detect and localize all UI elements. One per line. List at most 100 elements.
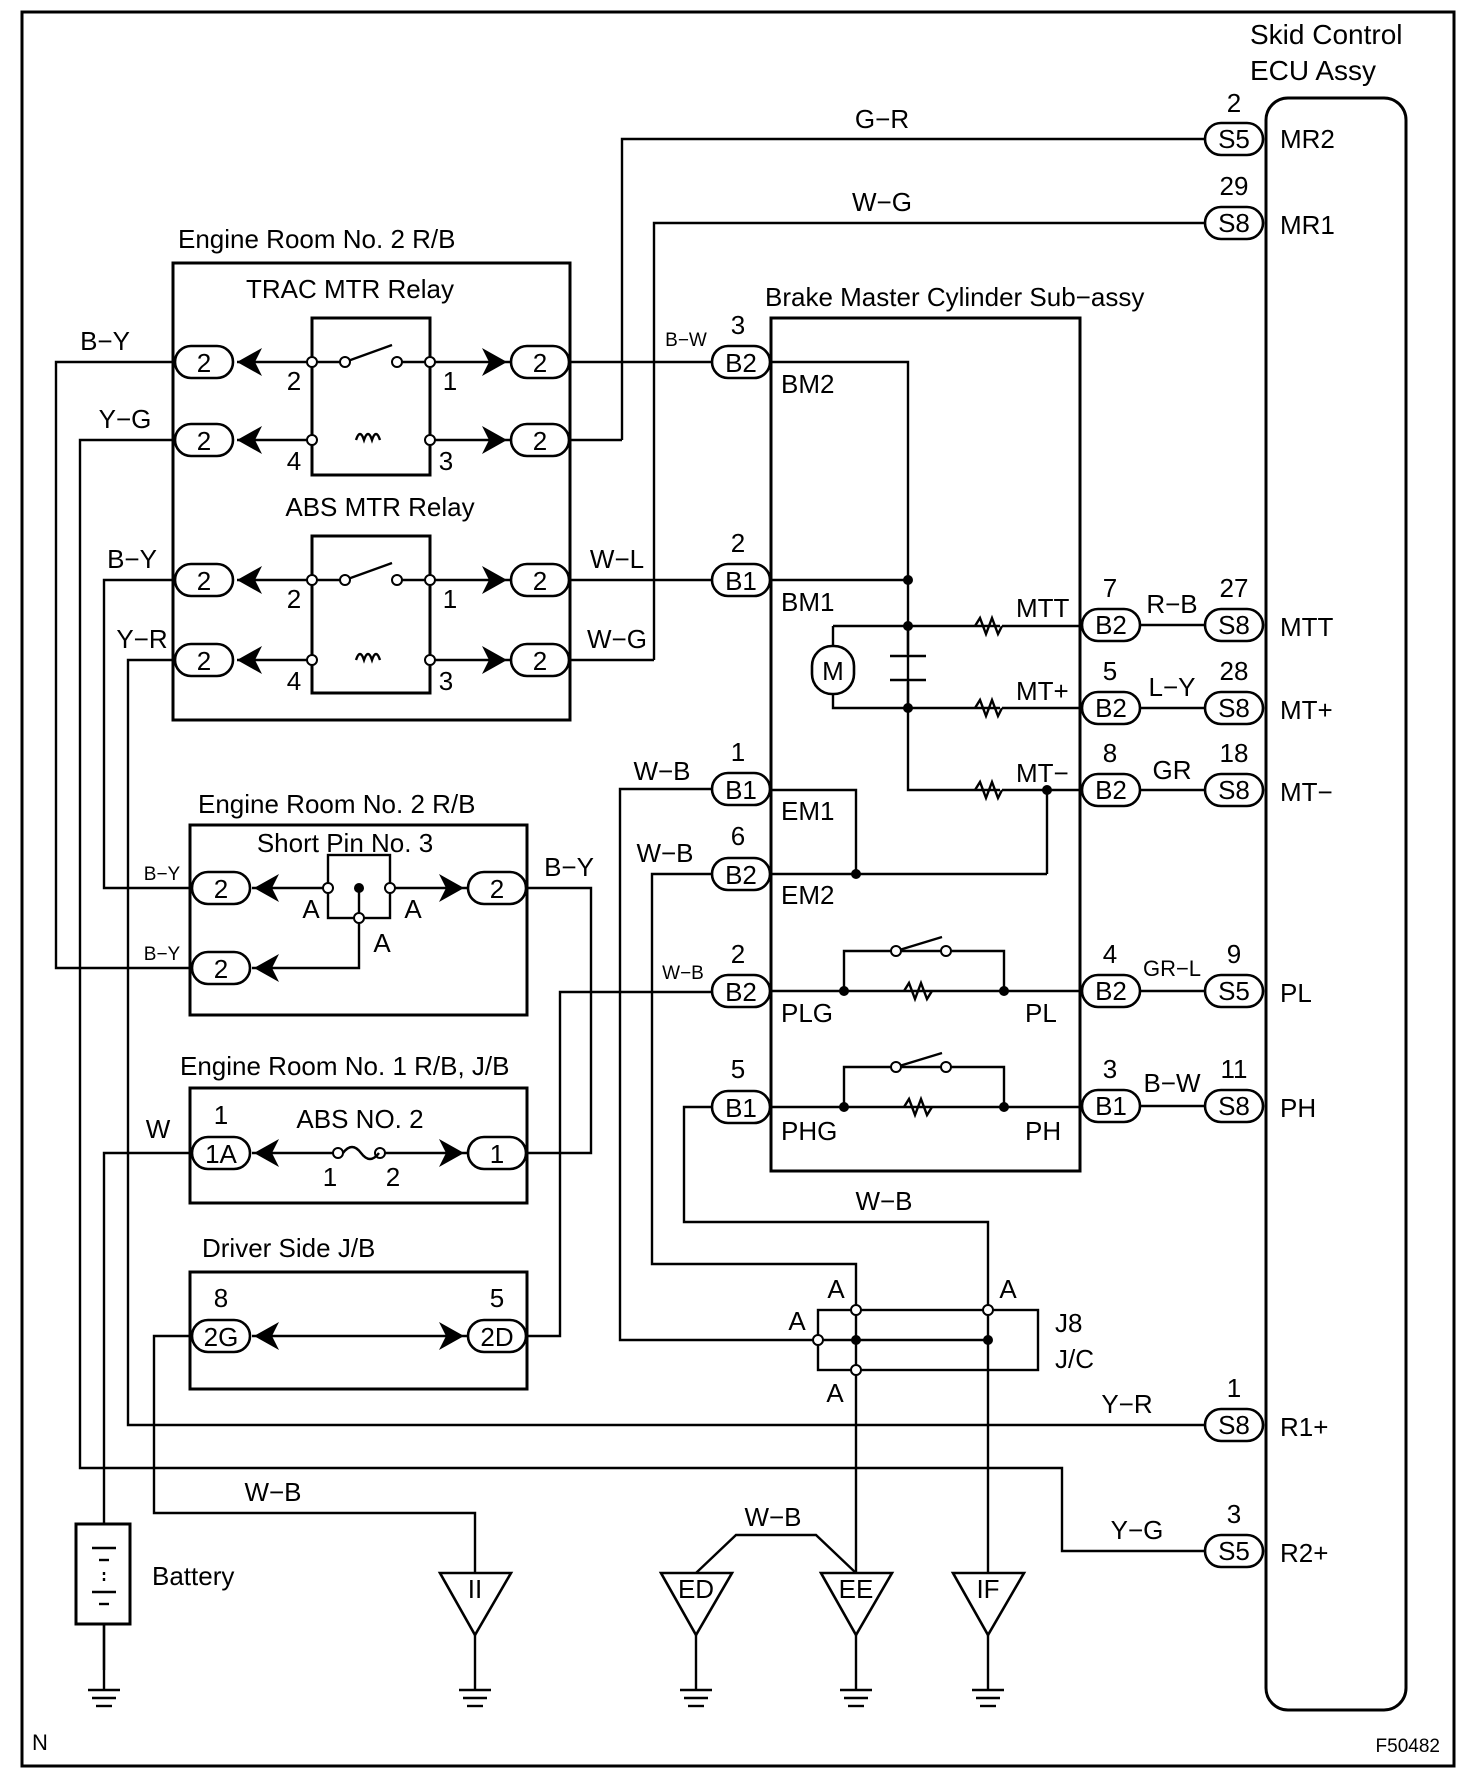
wire-label-mr1: W−G xyxy=(852,187,912,217)
svg-text:3: 3 xyxy=(731,310,745,340)
svg-text:2G: 2G xyxy=(204,1322,239,1352)
svg-text:2: 2 xyxy=(731,528,745,558)
wires xyxy=(54,137,1205,1670)
svg-text:27: 27 xyxy=(1220,573,1249,603)
bmc-pin-ph: PH xyxy=(1025,1116,1061,1146)
svg-text:1: 1 xyxy=(1227,1373,1241,1403)
svg-text:ED: ED xyxy=(678,1574,714,1604)
wire-label-phg: W−B xyxy=(855,1186,912,1216)
svg-text:2: 2 xyxy=(214,874,228,904)
wire-label-ed-ee: W−B xyxy=(744,1502,801,1532)
svg-text:S5: S5 xyxy=(1218,1536,1250,1566)
wire-label-r2: Y−G xyxy=(1111,1515,1164,1545)
brake-master-internal xyxy=(771,360,1080,1119)
svg-text:S5: S5 xyxy=(1218,976,1250,1006)
connector-b2-7: 7 B2 xyxy=(1080,573,1142,643)
svg-text:B2: B2 xyxy=(725,977,757,1007)
ecu-pin-mtt: 27 S8 MTT xyxy=(1203,573,1334,643)
wire-label-abs2-w: W xyxy=(146,1114,171,1144)
svg-text:MR2: MR2 xyxy=(1280,124,1335,154)
ground-if: IF xyxy=(950,1571,1027,1708)
wire-label-mr2: G−R xyxy=(855,104,909,134)
ecu-pin-ph: 11 S8 PH xyxy=(1203,1054,1316,1124)
connector-b2-4: 4 B2 xyxy=(1080,939,1142,1009)
j8-junction: A A A A J8 J/C xyxy=(788,1274,1094,1408)
driver-jb-box xyxy=(188,1270,529,1391)
connector-b2-5: 5 B2 xyxy=(1080,656,1142,726)
svg-text:2: 2 xyxy=(287,366,301,396)
svg-text:B2: B2 xyxy=(725,860,757,890)
svg-text:B2: B2 xyxy=(1095,693,1127,723)
connector-b1-2: 2 B1 xyxy=(710,528,772,598)
svg-text:2: 2 xyxy=(533,566,547,596)
connector-b2-6: 6 B2 xyxy=(710,821,772,892)
svg-text:B2: B2 xyxy=(725,348,757,378)
bmc-pin-mtp: MT+ xyxy=(1016,676,1069,706)
connector-b1-5: 5 B1 xyxy=(710,1054,772,1125)
svg-text:TRAC MTR Relay: TRAC MTR Relay xyxy=(246,274,454,304)
svg-text:B1: B1 xyxy=(725,566,757,596)
svg-text:9: 9 xyxy=(1227,939,1241,969)
svg-text:B1: B1 xyxy=(725,775,757,805)
wire-label-abs-wg: W−G xyxy=(587,624,647,654)
abs-no2-fuse: ABS NO. 2 1 2 1 1A 1 xyxy=(190,1100,528,1192)
svg-text:1: 1 xyxy=(323,1162,337,1192)
svg-text:S8: S8 xyxy=(1218,693,1250,723)
connector-b2-8: 8 B2 xyxy=(1080,738,1142,808)
svg-text:2: 2 xyxy=(214,954,228,984)
bmc-pin-pl: PL xyxy=(1025,998,1057,1028)
wire-label-ph: B−W xyxy=(1143,1068,1201,1098)
svg-text:2: 2 xyxy=(490,874,504,904)
bmc-pin-bm2: BM2 xyxy=(781,369,834,399)
bmc-pin-em2: EM2 xyxy=(781,880,834,910)
ecu-pin-pl: 9 S5 PL xyxy=(1203,939,1312,1009)
wire-label-r1: Y−R xyxy=(1101,1389,1152,1419)
svg-text:2: 2 xyxy=(533,646,547,676)
svg-text:EE: EE xyxy=(839,1574,874,1604)
driver-jb-title: Driver Side J/B xyxy=(202,1233,375,1263)
svg-text:3: 3 xyxy=(439,666,453,696)
svg-text:2: 2 xyxy=(533,426,547,456)
svg-text:ABS MTR Relay: ABS MTR Relay xyxy=(285,492,474,522)
bmc-pin-mtt: MTT xyxy=(1016,593,1070,623)
svg-text:J/C: J/C xyxy=(1055,1344,1094,1374)
battery-label: Battery xyxy=(152,1561,234,1591)
ground-icon-battery xyxy=(88,1688,120,1708)
svg-text:M: M xyxy=(822,656,844,686)
svg-text:2: 2 xyxy=(386,1162,400,1192)
svg-text:5: 5 xyxy=(731,1054,745,1084)
svg-text:3: 3 xyxy=(1227,1499,1241,1529)
wire-label-em1: W−B xyxy=(633,756,690,786)
ecu-pin-mr1: 29 S8 MR1 xyxy=(1203,171,1335,241)
wire-label-ii: W−B xyxy=(244,1477,301,1507)
svg-text:8: 8 xyxy=(1103,738,1117,768)
brake-master-title: Brake Master Cylinder Sub−assy xyxy=(765,282,1144,312)
svg-text:PL: PL xyxy=(1280,978,1312,1008)
svg-text:A: A xyxy=(404,894,422,924)
wire-label-em2: W−B xyxy=(636,838,693,868)
wire-label-sp-by-out: B−Y xyxy=(544,852,594,882)
wire-label-trac-bw: B−W xyxy=(665,330,707,351)
wire-label-abs-wl: W−L xyxy=(590,544,644,574)
svg-text:B1: B1 xyxy=(725,1093,757,1123)
ground-ed: ED xyxy=(658,1571,735,1708)
svg-text:28: 28 xyxy=(1220,656,1249,686)
svg-text:1: 1 xyxy=(731,737,745,767)
wire-label-abs-by: B−Y xyxy=(107,544,157,574)
svg-text:2: 2 xyxy=(197,566,211,596)
svg-text:MR1: MR1 xyxy=(1280,210,1335,240)
connector-b1-3: 3 B1 xyxy=(1080,1054,1142,1124)
svg-text:MT+: MT+ xyxy=(1280,695,1333,725)
battery-icon xyxy=(74,1522,132,1690)
svg-text:R1+: R1+ xyxy=(1280,1412,1328,1442)
svg-text:A: A xyxy=(302,894,320,924)
wire-label-mtm: GR xyxy=(1153,755,1192,785)
svg-text:1: 1 xyxy=(490,1139,504,1169)
svg-text:ABS NO. 2: ABS NO. 2 xyxy=(296,1104,423,1134)
svg-text:2: 2 xyxy=(287,584,301,614)
svg-text:S8: S8 xyxy=(1218,208,1250,238)
ecu-pin-r2: 3 S5 R2+ xyxy=(1203,1499,1328,1569)
short-pin-no3: Short Pin No. 3 A A A 2 2 2 xyxy=(190,828,528,986)
svg-text:4: 4 xyxy=(1103,939,1117,969)
wire-label-mtt: R−B xyxy=(1146,589,1197,619)
